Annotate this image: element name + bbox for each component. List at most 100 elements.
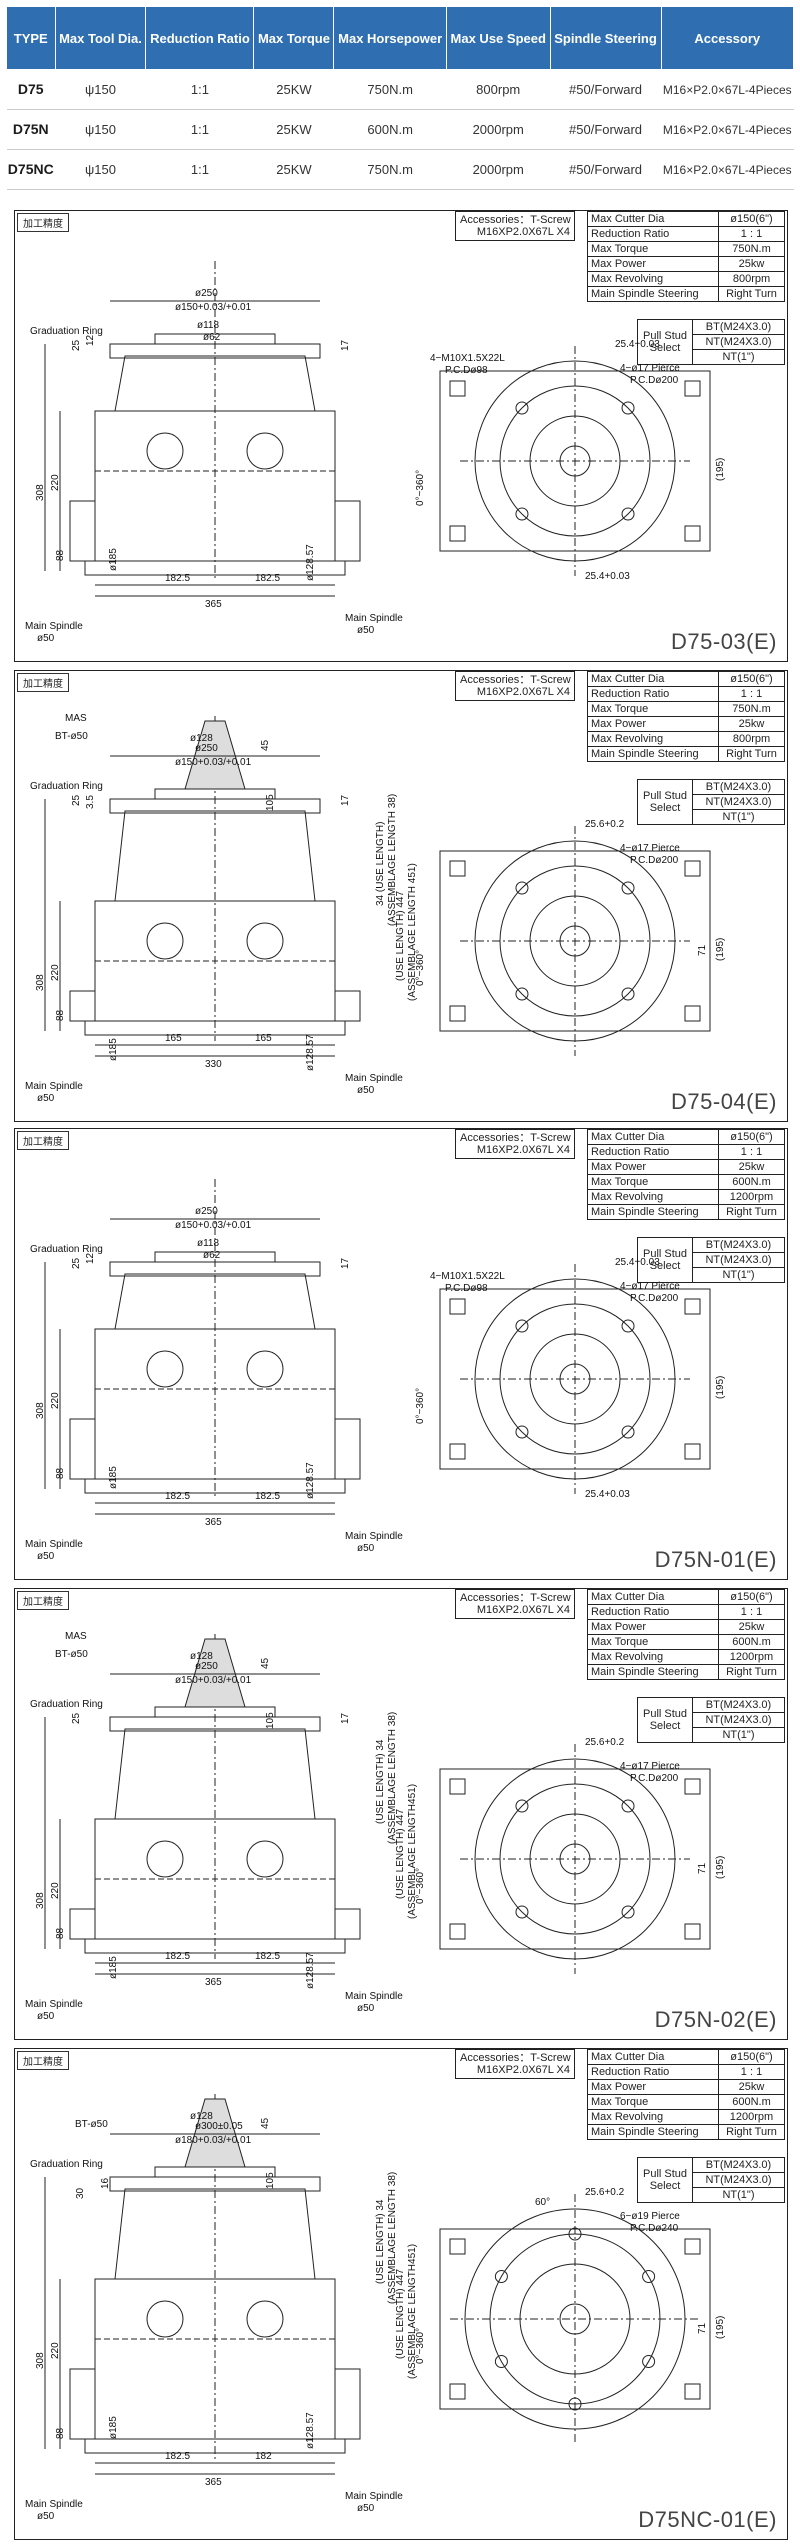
dim-height-220: 220 (50, 1392, 61, 1409)
pierce-hole (515, 1425, 529, 1439)
dim-h25: 25 (71, 1712, 82, 1724)
pull-stud-option: BT(M24X3.0) (692, 1237, 785, 1253)
dim-top-diameter: ø250 (195, 743, 218, 754)
dim-h17: 17 (340, 794, 351, 806)
drawing-spec-label: Main Spindle Steering (587, 1204, 719, 1220)
dim-h25: 25 (71, 794, 82, 806)
drawing-spec-label: Max Power (587, 716, 719, 732)
pierce-hole (621, 401, 635, 415)
dim-bore-tolerance: ø150+0.03/+0.01 (175, 1675, 252, 1686)
corner-bolt (449, 2383, 466, 2400)
drawing-svg (44, 716, 711, 1057)
dim-half-right: 182.5 (255, 1491, 281, 1502)
dim-h17: 17 (340, 1712, 351, 1724)
dim-d128: ø128 (190, 2111, 213, 2122)
left-spindle-boss (69, 500, 96, 562)
accessories-title: Accessories：T-Screw (460, 674, 571, 686)
main-spindle-left: Main Spindle (25, 1081, 83, 1092)
holes-pierce: 6−ø19 Pierce (620, 2211, 680, 2222)
accessories-title: Accessories：T-Screw (460, 2052, 571, 2064)
drawing-spec-value: ø150(6") (718, 1589, 785, 1605)
drawing-spec-label: Max Revolving (587, 1649, 719, 1665)
bt50-label: BT-ø50 (55, 731, 88, 742)
pierce-hole (568, 2227, 582, 2241)
dim-d12857: ø128.57 (305, 1952, 316, 1989)
drawing-spec-value: 1 : 1 (718, 226, 785, 242)
header-reduction: Reduction Ratio (145, 6, 255, 70)
main-spindle-left: Main Spindle (25, 621, 83, 632)
corner-bolt (684, 2383, 701, 2400)
pierce-hole (515, 1905, 529, 1919)
drawing-spec-label: Max Revolving (587, 2109, 719, 2125)
dim-half-right: 182.5 (255, 573, 281, 584)
accessories-screw: M16XP2.0X67L X4 (476, 1144, 570, 1156)
drawing-spec-label: Reduction Ratio (587, 226, 719, 242)
holes-pierce-pcd: P.C.Dø240 (630, 2223, 679, 2234)
use-length-34: (USE LENGTH) 34 (375, 1739, 386, 1824)
header-torque: Max Torque (253, 6, 335, 70)
graduation-ring-label: Graduation Ring (30, 1244, 103, 1255)
pull-stud-option: NT(1") (692, 1267, 785, 1283)
drawing-spec-label: Max Cutter Dia (587, 1129, 719, 1145)
spec-cell-dia: ψ150 (55, 149, 146, 190)
pull-stud-option: NT(M24X3.0) (692, 794, 785, 810)
dim-height-308: 308 (35, 1402, 46, 1419)
corner-bolt (449, 525, 466, 542)
drawing-spec-value: 25kw (718, 1619, 785, 1635)
phi50-left: ø50 (37, 633, 55, 644)
corner-bolt (684, 1298, 701, 1315)
dim-d185: ø185 (108, 1466, 119, 1489)
dim-half-right: 182.5 (255, 1951, 281, 1962)
spec-cell-horsepower: 750N.m (333, 69, 447, 110)
dim-height-88: 88 (55, 1467, 66, 1479)
corner-bolt (684, 1005, 701, 1022)
dim-half-left: 165 (165, 1033, 182, 1044)
drawing-spec-value: ø150(6") (718, 211, 785, 227)
spec-cell-accessory: M16×P2.0×67L-4Pieces (661, 149, 794, 190)
spec-cell-type: D75NC (6, 149, 55, 190)
drawing-spec-label: Main Spindle Steering (587, 286, 719, 302)
drawing-spec-value: 25kw (718, 1159, 785, 1175)
dim-bore-tolerance: ø150+0.03/+0.01 (175, 302, 252, 313)
drawing-spec-value: ø150(6") (718, 1129, 785, 1145)
drawing-spec-value: 1200rpm (718, 2109, 785, 2125)
phi50-left: ø50 (37, 1093, 55, 1104)
dim-top-diameter: ø250 (195, 1206, 218, 1217)
body-hole-right (246, 2300, 284, 2338)
dim-total-width: 365 (205, 1517, 222, 1528)
dim-half-right: 165 (255, 1033, 272, 1044)
use-length-34: 34 (USE LENGTH) (375, 821, 386, 906)
pull-stud-option: BT(M24X3.0) (692, 1697, 785, 1713)
dim-top-diameter: ø300±0.05 (195, 2121, 243, 2132)
right-spindle-boss (334, 1908, 361, 1940)
drawing-spec-value: ø150(6") (718, 2049, 785, 2065)
dim-half-left: 182.5 (165, 573, 191, 584)
pull-stud-label: Pull Stud Select (637, 779, 693, 825)
bt50-label: BT-ø50 (75, 2119, 108, 2130)
dim-bore-tolerance: ø150+0.03/+0.01 (175, 757, 252, 768)
main-spindle-left: Main Spindle (25, 1539, 83, 1550)
pierce-hole (621, 1319, 635, 1333)
spec-cell-torque: 25KW (253, 69, 334, 110)
holes-pierce-pcd: P.C.Dø200 (630, 855, 679, 866)
drawing-spec-label: Max Torque (587, 2094, 719, 2110)
spec-cell-ratio: 1:1 (145, 109, 254, 150)
phi50-left: ø50 (37, 2511, 55, 2522)
header-horsepower: Max Horsepower (333, 6, 447, 70)
dim-d62: ø62 (203, 332, 221, 343)
dim-height-88: 88 (55, 1009, 66, 1021)
assemblage-length-451: (ASSEMBLAGE LENGTH451) (407, 2243, 418, 2379)
